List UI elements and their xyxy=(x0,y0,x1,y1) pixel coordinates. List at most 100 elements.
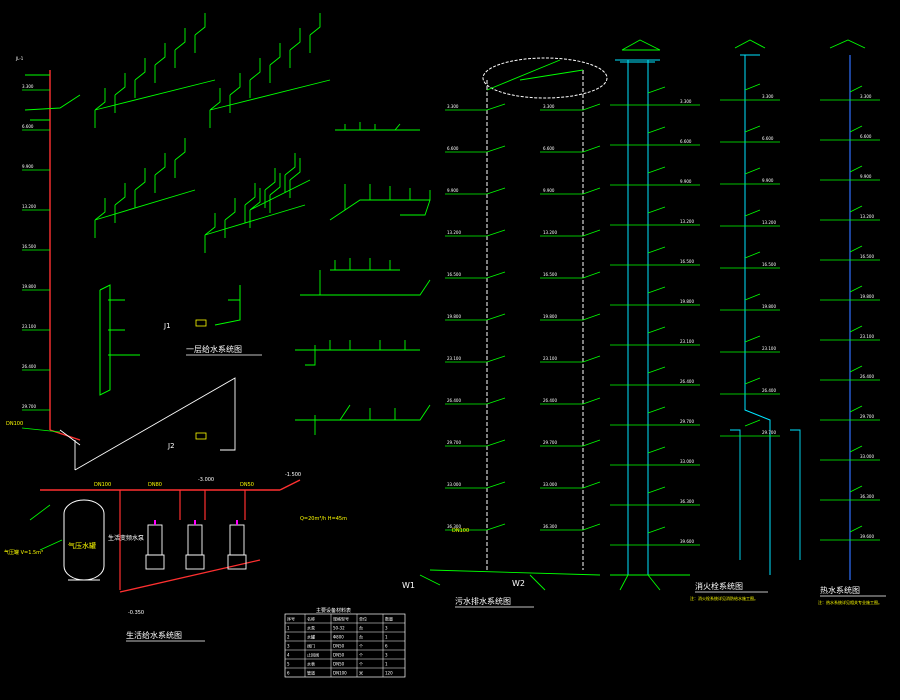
riser3-branch xyxy=(720,209,780,227)
hot-branch xyxy=(820,525,880,541)
header-size-2: DN80 xyxy=(148,482,162,488)
table-cell: 1 xyxy=(287,626,290,631)
drain-level: 36.300 xyxy=(447,524,461,529)
branch-cluster xyxy=(94,13,216,128)
isometric-branch-clusters xyxy=(24,13,331,253)
static-layer: JL-1 3.3006.6009.90013.20016.50019.80023… xyxy=(4,13,886,678)
hot-level: 16.500 xyxy=(860,254,874,259)
riser-3b xyxy=(730,429,801,560)
drain-branch xyxy=(445,481,601,489)
pump-motor xyxy=(145,554,165,570)
sump-level: -0.350 xyxy=(128,610,144,616)
table-cell: 1 xyxy=(385,662,388,667)
table-cell: 水泵 xyxy=(307,625,315,631)
drain-branch xyxy=(445,145,601,153)
floor-level-label: 19.800 xyxy=(22,284,36,289)
hot-branch xyxy=(820,125,880,141)
table-cell: DN100 xyxy=(333,671,347,676)
middle-isometric-details xyxy=(295,122,431,435)
hot-branch xyxy=(820,405,880,421)
table-cell: 台 xyxy=(359,625,363,631)
j2-riser xyxy=(214,285,241,326)
riser3-branch xyxy=(720,293,780,311)
table-cell: 水罐 xyxy=(307,634,315,640)
hot-branch xyxy=(820,325,880,341)
table-cell: 5 xyxy=(287,662,290,667)
riser3-level: 16.500 xyxy=(762,262,776,267)
table-cell: 6 xyxy=(287,671,290,676)
drain-level: 29.700 xyxy=(543,440,557,445)
fire-branch xyxy=(610,126,700,146)
table-cell: DN50 xyxy=(333,662,345,667)
top-branches xyxy=(24,74,81,121)
table-cell: 台 xyxy=(359,634,363,640)
caption-floor1: 一层给水系统图 xyxy=(186,344,242,354)
table-cell: 6 xyxy=(385,644,388,649)
riser3-level: 29.700 xyxy=(762,430,776,435)
riser3-branch xyxy=(720,125,780,143)
pump-group-label: 生活变频水泵 xyxy=(108,534,144,542)
fire-riser-outline xyxy=(615,59,660,575)
floor-level-label: 6.600 xyxy=(22,124,34,129)
hot-level: 39.600 xyxy=(860,534,874,539)
drain-level: 19.800 xyxy=(447,314,461,319)
drain-level: 9.900 xyxy=(543,188,555,193)
table-cell: 50-32 xyxy=(333,626,345,631)
drain-branch xyxy=(445,271,601,279)
hot-branch xyxy=(820,285,880,301)
left-note-arrow xyxy=(21,427,61,433)
hot-level: 36.300 xyxy=(860,494,874,499)
hot-level: 19.800 xyxy=(860,294,874,299)
j1-valve xyxy=(195,319,207,327)
riser3-level: 3.300 xyxy=(762,94,774,99)
riser3-branch xyxy=(720,251,780,269)
table-cell: Φ800 xyxy=(333,635,344,640)
drain-level: 3.300 xyxy=(447,104,459,109)
pump xyxy=(147,524,163,556)
hot-level: 13.200 xyxy=(860,214,874,219)
hot-branch xyxy=(820,485,880,501)
table-cell: 管道 xyxy=(307,670,315,676)
fire-branch xyxy=(610,86,700,106)
fire-bottom xyxy=(610,574,690,591)
table-frame xyxy=(284,613,406,678)
drain-branch xyxy=(445,523,601,531)
hot-branch xyxy=(820,245,880,261)
branch-cluster xyxy=(249,158,311,228)
drain-branch xyxy=(445,355,601,363)
riser3-level: 9.900 xyxy=(762,178,774,183)
pump-room: 气压水罐 生活变频水泵 DN100 DN80 -3.000 DN50 -1.50… xyxy=(4,472,347,616)
riser3-branch xyxy=(720,167,780,185)
fire-level: 3.300 xyxy=(680,99,692,104)
j1-loop xyxy=(99,284,140,396)
drain-level: 3.300 xyxy=(543,104,555,109)
drain-level: 33.000 xyxy=(447,482,461,487)
table-cell: 个 xyxy=(359,653,363,658)
drain-level: 23.100 xyxy=(543,356,557,361)
riser3-branch xyxy=(720,419,780,437)
fire-level: 19.800 xyxy=(680,299,694,304)
fire-level: 23.100 xyxy=(680,339,694,344)
riser3-branch xyxy=(720,83,780,101)
incoming-main xyxy=(74,377,236,471)
drain-level: 16.500 xyxy=(447,272,461,277)
table-cell: 3 xyxy=(385,653,388,658)
pump-header xyxy=(40,479,301,491)
drain-branch xyxy=(445,313,601,321)
fire-level: 33.000 xyxy=(680,459,694,464)
drain-branch xyxy=(445,103,601,111)
table-header: 单位 xyxy=(359,616,367,622)
floor-level-label: 13.200 xyxy=(22,204,36,209)
left-note-tag: DN100 xyxy=(6,421,23,427)
fire-branch xyxy=(610,406,700,426)
drain-level: 6.600 xyxy=(543,146,555,151)
fire-floor-branches: 3.3006.6009.90013.20016.50019.80023.1002… xyxy=(610,86,700,546)
floor-level-label: 9.900 xyxy=(22,164,34,169)
floor-level-label: 26.400 xyxy=(22,364,36,369)
drain-size-tag: DN100 xyxy=(452,528,469,534)
fire-level: 26.400 xyxy=(680,379,694,384)
drain-level: 23.100 xyxy=(447,356,461,361)
drain-level: 6.600 xyxy=(447,146,459,151)
drain-level: 26.400 xyxy=(543,398,557,403)
